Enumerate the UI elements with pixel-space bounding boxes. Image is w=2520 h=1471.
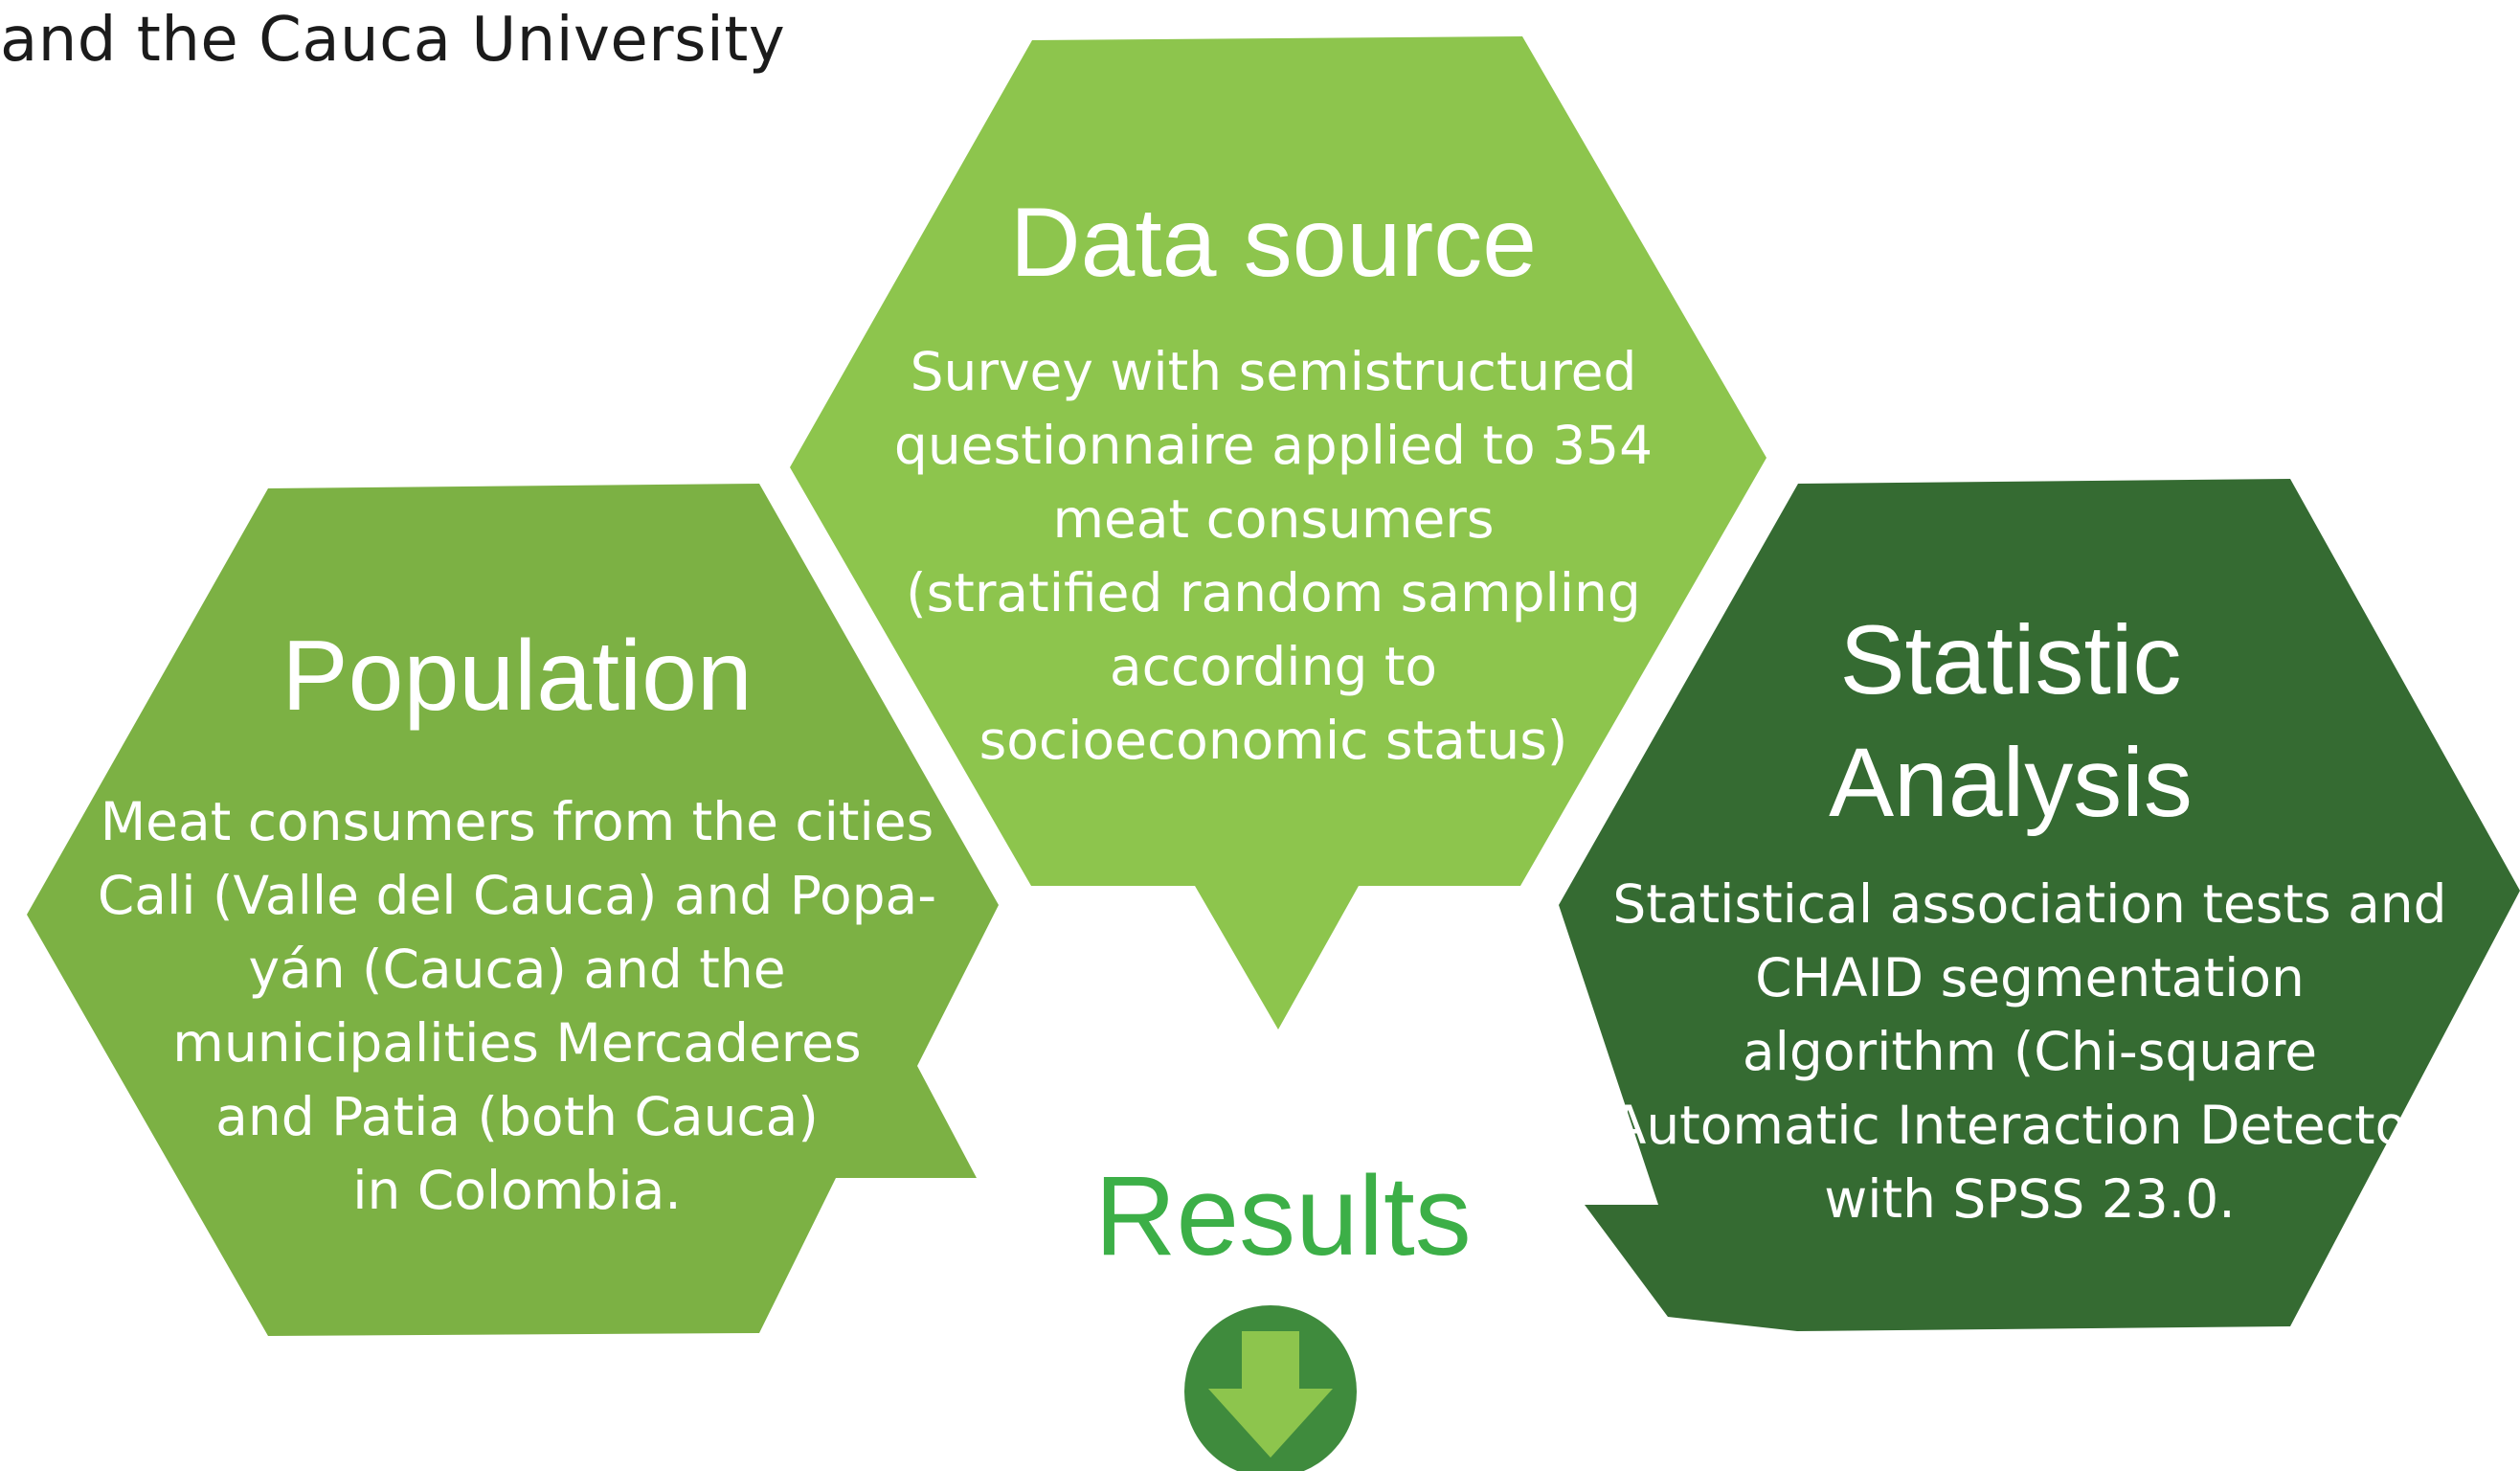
statistic-analysis-hexagon	[1559, 479, 2520, 1331]
statistic-analysis-body: Statistical association tests and CHAID …	[1609, 873, 2450, 1230]
data-source-hexagon	[790, 36, 1766, 1030]
statistic-analysis-title: Statistic Analysis	[1829, 605, 2193, 837]
population-title: Population	[281, 621, 753, 732]
population-body: Meat consumers from the cities Cali (Val…	[97, 791, 937, 1221]
header-text: and the Cauca University	[0, 5, 786, 76]
arrow-down-icon	[1208, 1331, 1333, 1458]
data-source-body: Survey with semistructured questionnaire…	[893, 341, 1654, 771]
results-label: Results	[1094, 1153, 1472, 1279]
population-hexagon	[27, 484, 999, 1336]
data-source-title: Data source	[1010, 188, 1537, 297]
